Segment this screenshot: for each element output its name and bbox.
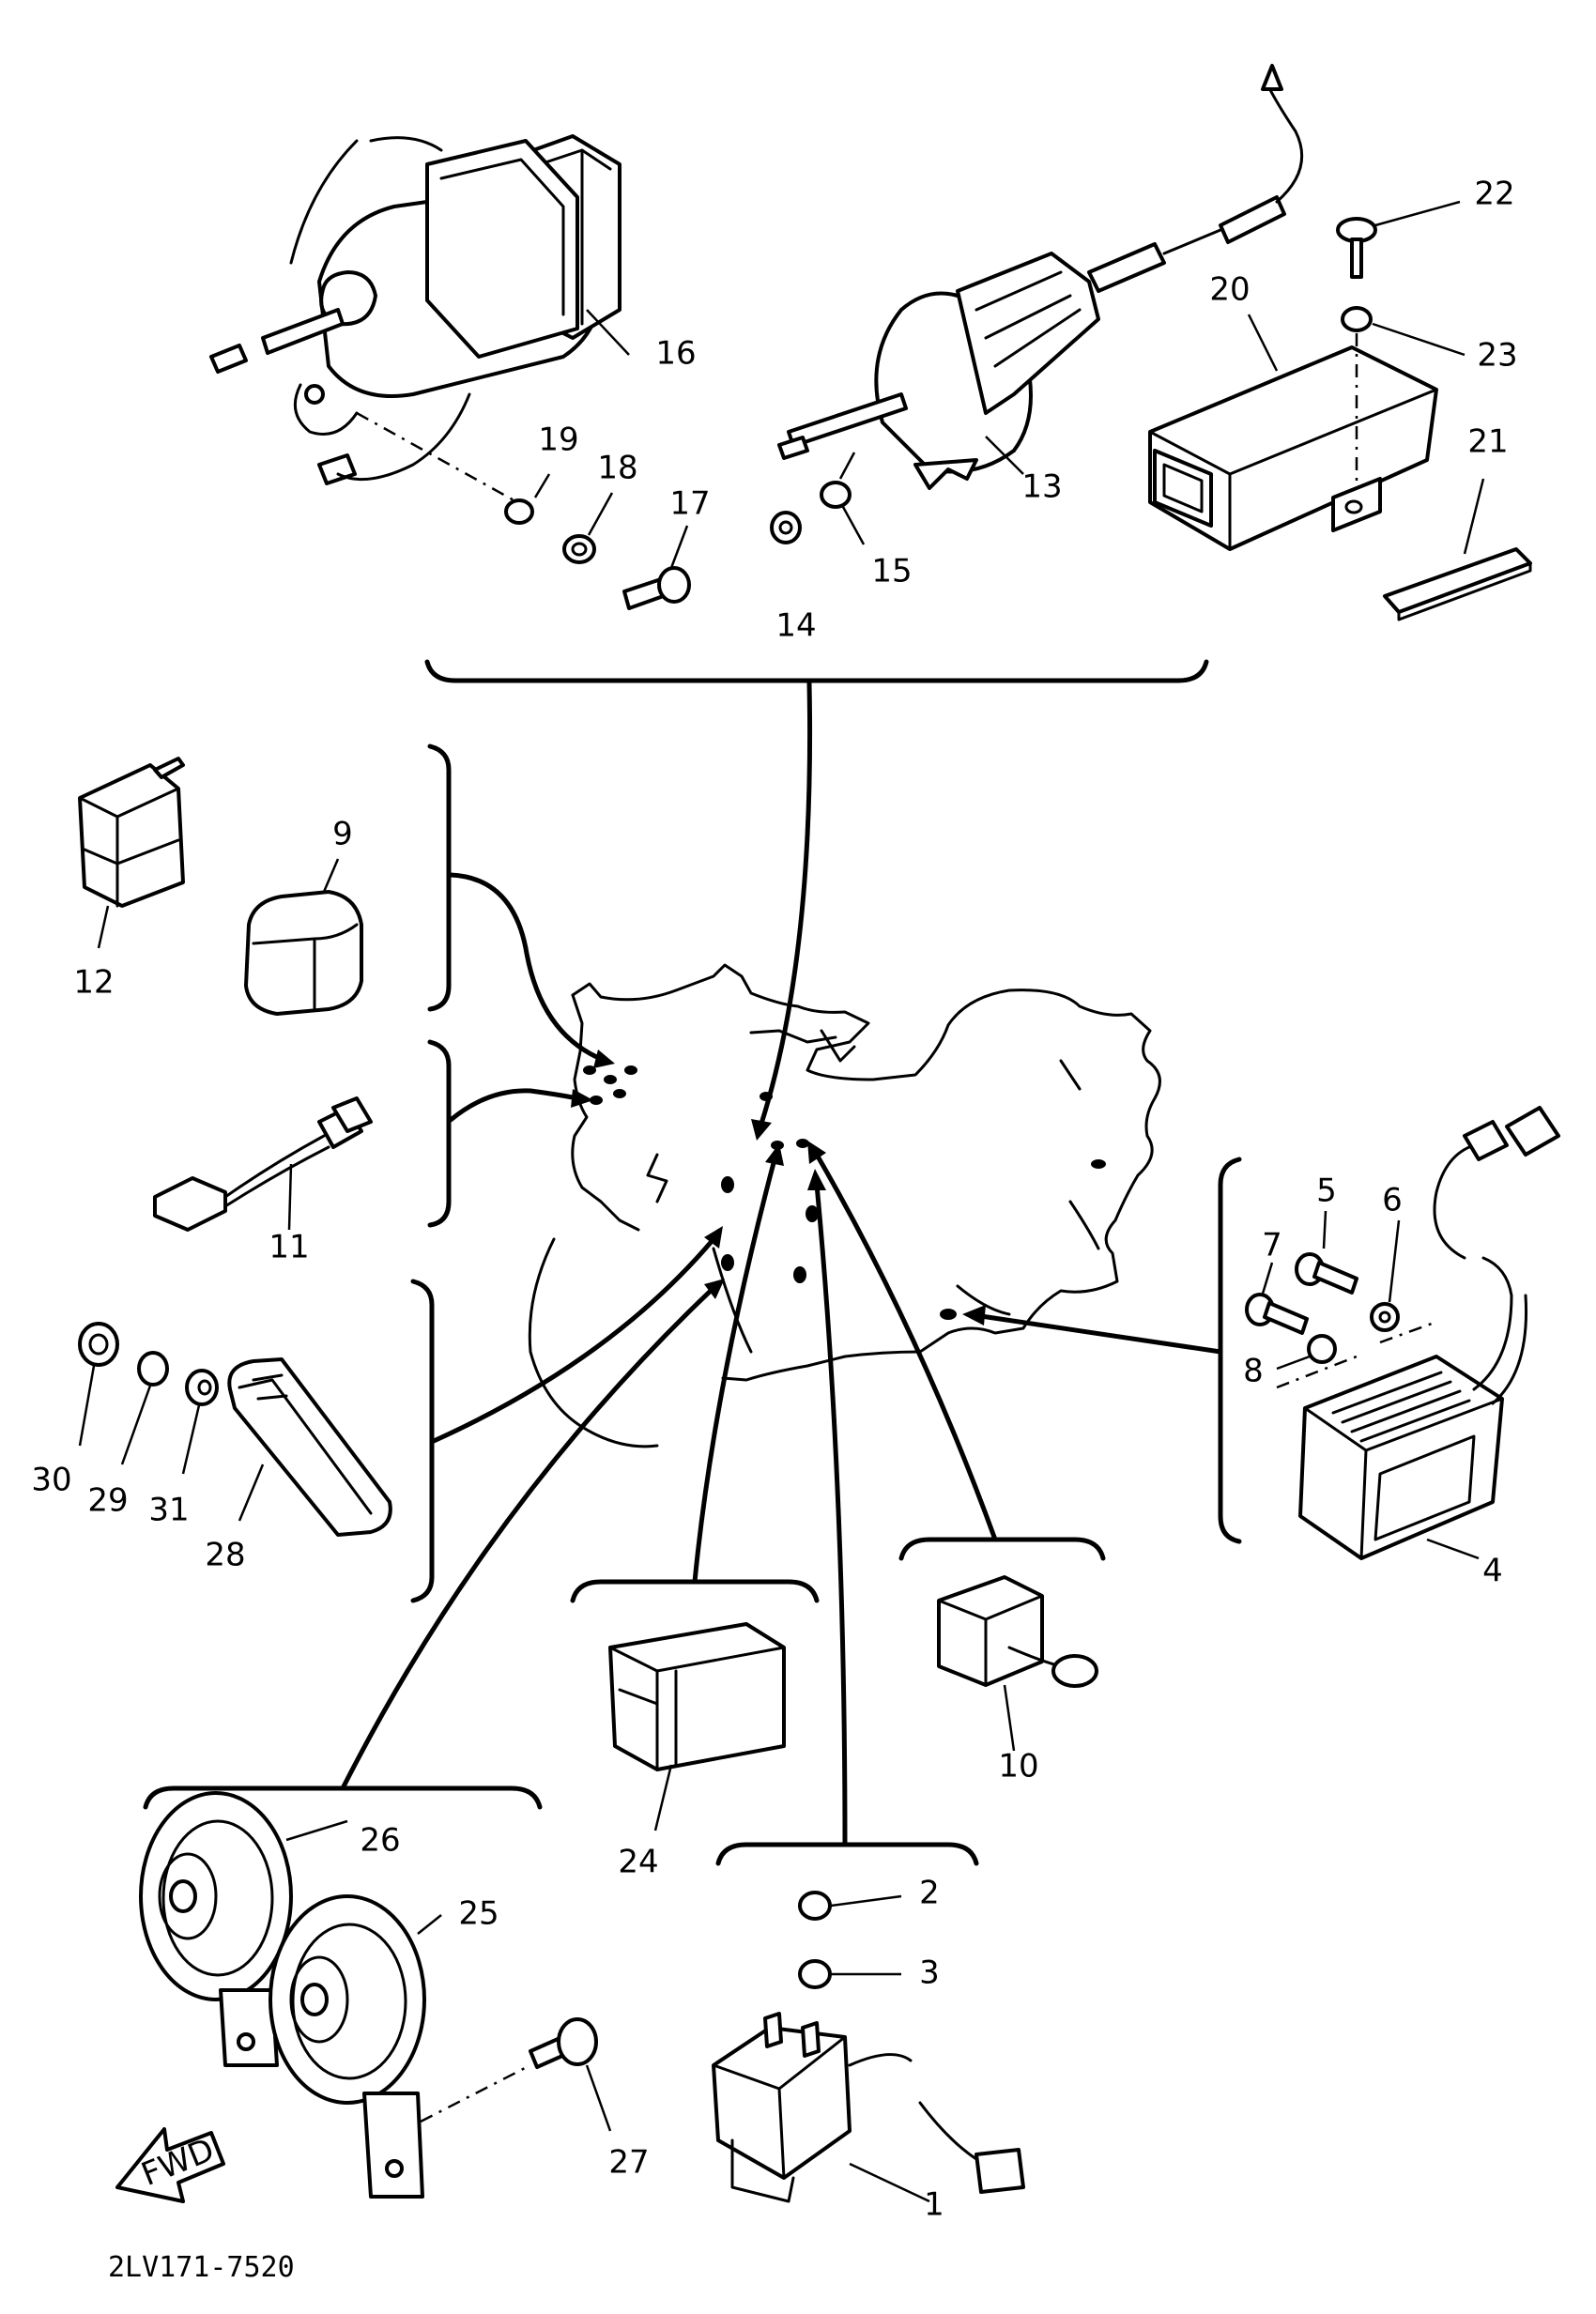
part-9-flasher-relay (244, 858, 363, 1016)
part-22-bolt (1336, 200, 1461, 279)
callout-24: 24 (618, 1844, 658, 1881)
callout-3: 3 (919, 1954, 940, 1992)
part-18-washer (562, 492, 614, 564)
part-31-grommet (181, 1369, 219, 1475)
part-20-control-unit (1148, 314, 1438, 551)
part-19-washer (504, 473, 551, 525)
arrow-starter-relay (814, 1182, 848, 1847)
callout-21: 21 (1467, 423, 1508, 461)
connector-arrows (340, 681, 1223, 1847)
part-1-starter-relay (712, 2012, 1025, 2203)
part-3-nut (798, 1959, 901, 1989)
fwd-arrow-icon: FWD (115, 2127, 225, 2203)
bracket-bottom-relay (715, 1842, 979, 1866)
part-16-servo-motor (209, 134, 630, 509)
callout-8: 8 (1243, 1353, 1264, 1390)
part-13-actuator (777, 64, 1304, 490)
callout-16: 16 (655, 335, 696, 373)
callout-26: 26 (360, 1822, 400, 1860)
bracket-right (1218, 1157, 1242, 1544)
callout-6: 6 (1382, 1182, 1403, 1219)
diagram-code: 2LV171-7520 (108, 2251, 295, 2284)
bracket-bottom-right (898, 1537, 1106, 1561)
arrow-relay-9 (448, 872, 604, 1062)
callout-25: 25 (458, 1895, 499, 1933)
arrow-relay-24 (692, 1157, 777, 1585)
part-27-bolt (529, 2017, 612, 2132)
callout-23: 23 (1477, 337, 1517, 375)
arrow-relay-10 (814, 1152, 998, 1542)
part-28-unit (227, 1357, 392, 1537)
part-6-washer (1370, 1219, 1401, 1332)
part-4-regulator (1276, 1106, 1560, 1560)
callout-labels: 1 2 3 4 5 6 7 8 9 10 11 12 13 14 15 16 1… (31, 176, 1517, 2224)
arrow-horn-group (340, 1285, 716, 1791)
callout-29: 29 (87, 1482, 128, 1520)
part-5-bolt (1295, 1210, 1358, 1295)
callout-19: 19 (538, 421, 578, 459)
callout-20: 20 (1209, 271, 1250, 309)
callout-17: 17 (669, 485, 710, 523)
arrow-unit-28 (431, 1236, 716, 1444)
part-12-relay (78, 757, 185, 949)
arrow-sensor-11 (448, 1088, 580, 1123)
part-29-washer (120, 1351, 169, 1465)
part-30-nut (78, 1322, 119, 1447)
part-11-sensor (153, 1096, 373, 1232)
callout-2: 2 (919, 1875, 940, 1912)
motorcycle-frame-outline (528, 963, 1161, 1448)
bracket-left-middle (427, 1039, 452, 1228)
callout-5: 5 (1316, 1172, 1337, 1210)
callout-28: 28 (205, 1537, 245, 1574)
part-21-chip (1383, 478, 1532, 621)
callout-18: 18 (597, 450, 637, 487)
bracket-left-lower (410, 1279, 435, 1603)
part-2-nut (798, 1891, 902, 1921)
part-7-bolt (1245, 1262, 1309, 1335)
callout-1: 1 (924, 2186, 944, 2224)
part-24-relay (608, 1622, 786, 1831)
arrow-top-group (758, 681, 813, 1129)
callout-10: 10 (998, 1748, 1038, 1785)
bracket-top (424, 659, 1209, 683)
callout-13: 13 (1021, 468, 1062, 506)
part-17-bolt (622, 525, 691, 610)
part-23-washer (1341, 306, 1466, 488)
part-14-grommet (770, 511, 802, 544)
callout-14: 14 (775, 607, 816, 645)
callout-27: 27 (608, 2144, 649, 2182)
callout-9: 9 (332, 816, 353, 853)
bracket-bottom-center (570, 1579, 820, 1603)
bracket-left-upper (427, 743, 452, 1012)
callout-22: 22 (1474, 176, 1514, 213)
part-25-horn (269, 1894, 531, 2199)
callout-30: 30 (31, 1462, 71, 1499)
callout-11: 11 (269, 1229, 309, 1266)
part-15-grommet (820, 481, 866, 545)
part-10-relay (937, 1575, 1098, 1752)
callout-15: 15 (871, 553, 912, 590)
callout-7: 7 (1262, 1227, 1282, 1264)
part-8-washer (1276, 1334, 1337, 1371)
callout-4: 4 (1482, 1553, 1503, 1590)
arrow-regulator (978, 1313, 1223, 1355)
callout-12: 12 (73, 964, 114, 1002)
part-26-horn (139, 1791, 348, 2067)
callout-31: 31 (148, 1492, 189, 1529)
